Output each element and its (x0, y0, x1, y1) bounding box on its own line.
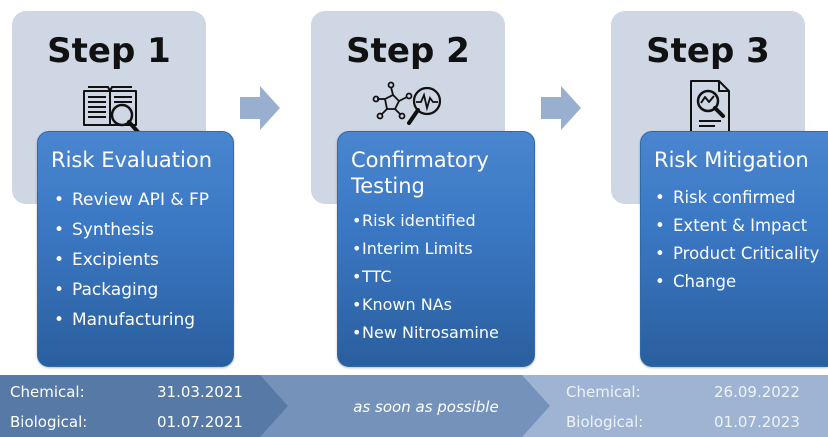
timeline-segment-3 (522, 375, 828, 437)
list-item: •Manufacturing (54, 310, 196, 330)
list-item: •Packaging (54, 280, 159, 300)
timeline-left-biological-label: Biological: (10, 413, 87, 431)
box-title: Risk Mitigation (654, 148, 809, 172)
timeline-left-chemical-label: Chemical: (10, 383, 85, 401)
timeline-right-chemical-label: Chemical: (566, 383, 641, 401)
list-item: •Review API & FP (54, 190, 210, 210)
list-item: •Extent & Impact (655, 216, 808, 235)
timeline-right-biological-label: Biological: (566, 413, 643, 431)
timeline-segment-2 (260, 375, 554, 437)
list-item: •Product Criticality (655, 244, 820, 263)
timeline-band: Chemical: 31.03.2021 Biological: 01.07.2… (0, 375, 828, 437)
list-item: •Risk confirmed (655, 188, 796, 207)
item-list: •Review API & FP •Synthesis •Excipients … (54, 185, 209, 335)
list-item: •Interim Limits (352, 239, 473, 258)
step-1-title: Step 1 (47, 31, 171, 71)
step-2-title: Step 2 (346, 31, 470, 71)
list-item: •Excipients (54, 250, 159, 270)
molecule-magnifier-icon (372, 81, 442, 125)
list-item: •Change (655, 272, 737, 291)
timeline-left-chemical-date: 31.03.2021 (157, 383, 243, 401)
timeline-middle-text: as soon as possible (353, 398, 498, 416)
arrow-right-icon (240, 86, 280, 130)
item-list: •Risk identified •Interim Limits •TTC •K… (352, 207, 499, 347)
timeline-right-biological-date: 01.07.2023 (714, 413, 800, 431)
list-item: •Risk identified (352, 211, 476, 230)
book-magnifier-icon (83, 86, 140, 134)
arrow-right-icon (541, 86, 581, 130)
risk-evaluation-box: Risk Evaluation •Review API & FP •Synthe… (37, 131, 234, 367)
item-list: •Risk confirmed •Extent & Impact •Produc… (655, 185, 825, 294)
step-3-title: Step 3 (646, 31, 770, 71)
timeline-left-biological-date: 01.07.2021 (157, 413, 243, 431)
timeline-right-chemical-date: 26.09.2022 (714, 383, 800, 401)
risk-mitigation-box: Risk Mitigation •Risk confirmed •Extent … (640, 131, 828, 367)
list-item: •Synthesis (54, 220, 154, 240)
timeline-segment-1 (0, 375, 292, 437)
report-magnifier-icon (690, 80, 730, 134)
list-item: •New Nitrosamine (352, 323, 499, 342)
list-item: •Known NAs (352, 295, 452, 314)
list-item: •TTC (352, 267, 392, 286)
box-title: Risk Evaluation (51, 148, 213, 172)
